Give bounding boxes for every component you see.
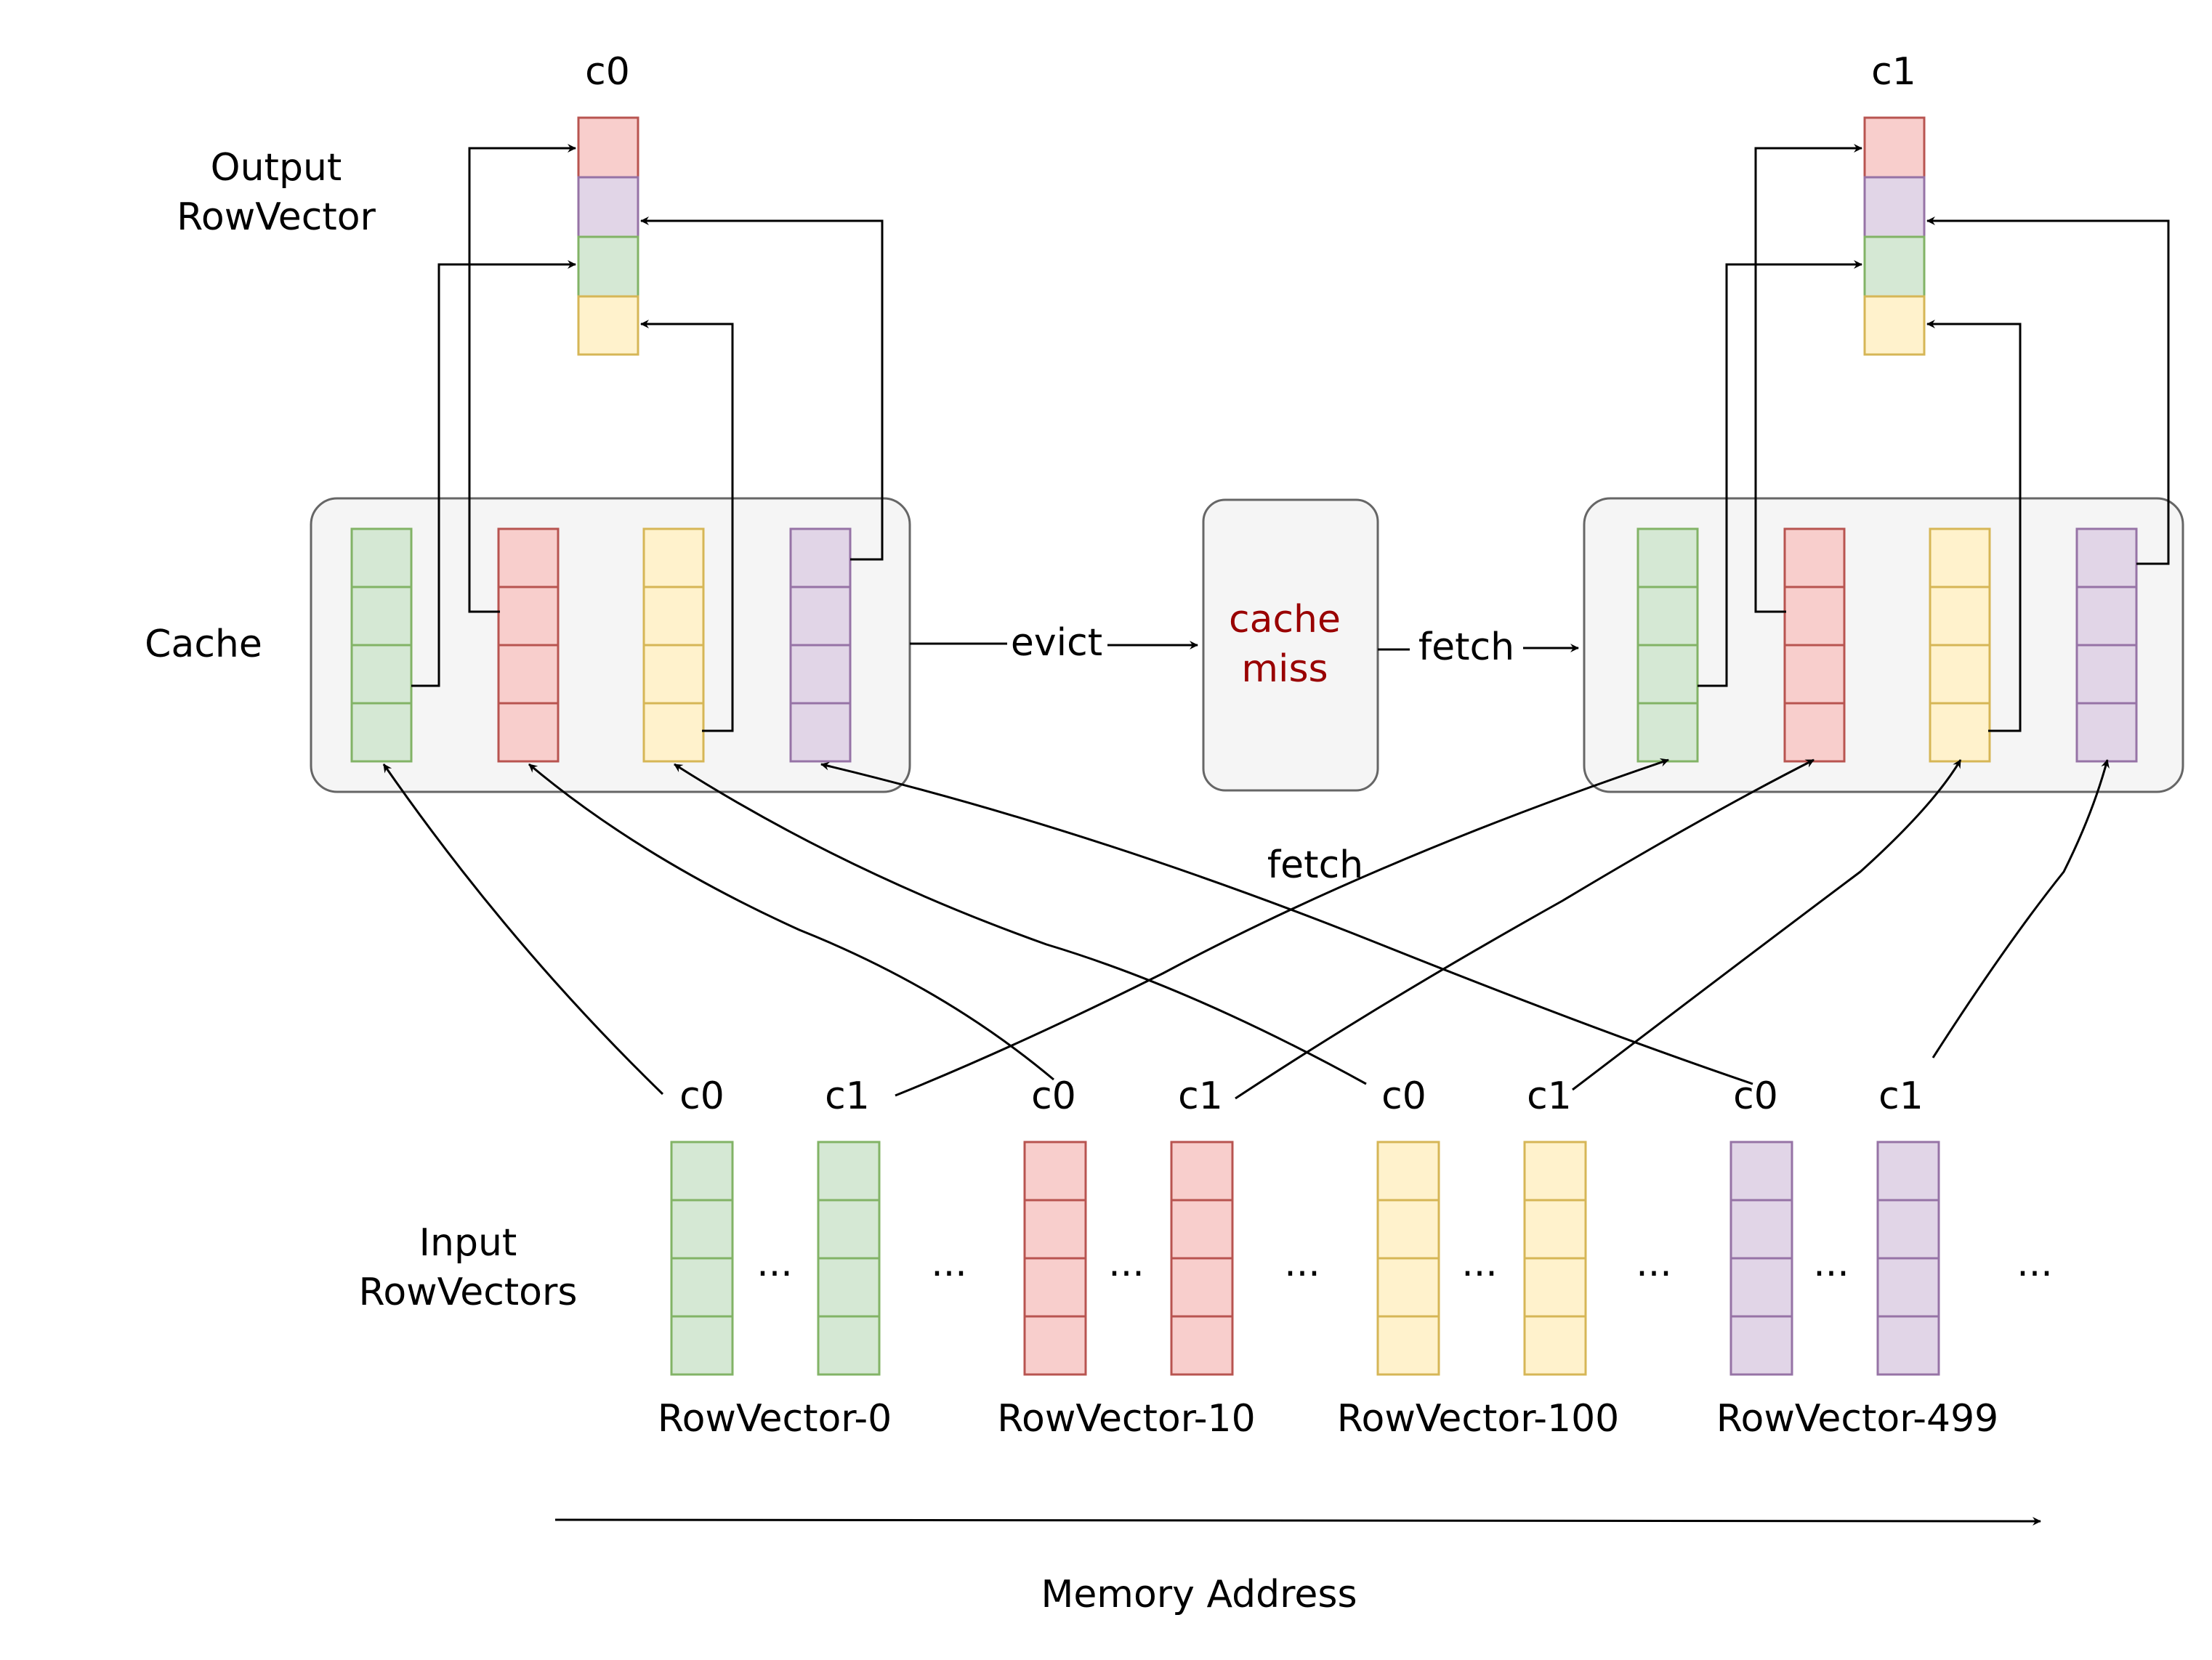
cache-right-columns xyxy=(1636,527,2138,763)
input-col-label: c0 xyxy=(1031,1074,1076,1118)
cache-right-yellow xyxy=(1929,527,1991,763)
evict-fetch-arrows xyxy=(910,641,1579,652)
memory-address-label: Memory Address xyxy=(1041,1573,1357,1616)
input-col-yellow-c0 xyxy=(1376,1141,1440,1376)
cache-left-purple xyxy=(789,527,852,763)
ellipsis: ... xyxy=(931,1242,967,1285)
arrow-rv0-c0 xyxy=(382,764,664,1096)
rowvector-name: RowVector-100 xyxy=(1337,1397,1620,1441)
input-col-label: c0 xyxy=(1733,1074,1778,1118)
input-col-label: c1 xyxy=(1878,1074,1924,1118)
arrow-purple-to-c1 xyxy=(1926,216,2170,565)
cache-box-left xyxy=(310,497,911,793)
cache-right-purple xyxy=(2075,527,2138,763)
arrow-rv100-c1 xyxy=(1572,759,1962,1091)
rowvector-name: RowVector-499 xyxy=(1716,1397,1999,1441)
memory-address-axis xyxy=(554,1516,2041,1526)
cache-miss-label-1: cache xyxy=(1229,598,1341,641)
cache-left-yellow xyxy=(642,527,705,763)
input-col-label: c1 xyxy=(1178,1074,1223,1118)
cache-right-green xyxy=(1636,527,1699,763)
input-col-purple-c0 xyxy=(1729,1141,1793,1376)
output-rowvector-label-2: RowVector xyxy=(177,195,376,239)
input-col-green-c1 xyxy=(817,1141,881,1376)
cache-box-right xyxy=(1583,497,2184,793)
arrow-rv10-c1 xyxy=(1235,758,1815,1100)
ellipsis: ... xyxy=(1461,1242,1498,1285)
input-col-purple-c1 xyxy=(1876,1141,1940,1376)
output-vector-c0 xyxy=(577,116,639,356)
arrow-red-to-c1 xyxy=(1754,144,1862,613)
ellipsis: ... xyxy=(1108,1242,1145,1285)
ellipsis: ... xyxy=(1636,1242,1672,1285)
arrow-red-to-c0 xyxy=(468,144,576,613)
arrow-yellow-to-c1 xyxy=(1926,320,2022,732)
ellipsis: ... xyxy=(2017,1242,2053,1285)
input-rowvectors-label-2: RowVectors xyxy=(359,1271,578,1314)
input-col-label: c1 xyxy=(1527,1074,1572,1118)
rowvector-name: RowVector-10 xyxy=(997,1397,1255,1441)
cache-left-red xyxy=(497,527,560,763)
arrow-purple-to-c0 xyxy=(640,216,884,561)
cache-label: Cache xyxy=(145,623,262,666)
cache-left-green xyxy=(350,527,413,763)
input-col-label: c0 xyxy=(679,1074,724,1118)
output-c0-label: c0 xyxy=(585,50,630,94)
input-col-red-c1 xyxy=(1170,1141,1234,1376)
ellipsis: ... xyxy=(756,1242,793,1285)
output-c1-label: c1 xyxy=(1871,50,1916,94)
rowvector-name: RowVector-0 xyxy=(658,1397,892,1441)
text-labels: c0 c1 Output RowVector Cache evict fetch… xyxy=(145,50,2053,1616)
input-rowvectors-label-1: Input xyxy=(419,1221,517,1265)
input-columns xyxy=(670,1141,1940,1376)
input-col-green-c0 xyxy=(670,1141,734,1376)
ellipsis: ... xyxy=(1284,1242,1320,1285)
output-c1-connectors xyxy=(1698,144,2170,732)
fetch-label-right: fetch xyxy=(1418,625,1514,669)
cache-miss-box xyxy=(1202,498,1379,792)
cache-right-red xyxy=(1783,527,1846,763)
input-col-red-c0 xyxy=(1023,1141,1087,1376)
input-col-label: c0 xyxy=(1381,1074,1426,1118)
arrow-rv499-c0 xyxy=(820,761,1753,1085)
output-rowvector-label-1: Output xyxy=(211,146,342,190)
input-col-yellow-c1 xyxy=(1523,1141,1587,1376)
arrow-rv0-c1 xyxy=(895,758,1669,1097)
arrow-rv499-c1 xyxy=(1932,759,2110,1058)
evict-label: evict xyxy=(1011,621,1102,665)
arrow-green-to-c0 xyxy=(411,260,576,687)
output-vector-c1 xyxy=(1863,116,1926,356)
input-col-label: c1 xyxy=(825,1074,870,1118)
cache-miss-label-2: miss xyxy=(1241,647,1328,691)
arrow-rv100-c0 xyxy=(674,763,1367,1085)
cache-left-columns xyxy=(350,527,852,763)
arrow-yellow-to-c0 xyxy=(640,320,734,732)
input-to-left-cache-arrows xyxy=(382,761,1753,1096)
fetch-label-middle: fetch xyxy=(1267,843,1363,887)
ellipsis: ... xyxy=(1813,1242,1849,1285)
output-c0-connectors xyxy=(411,144,884,732)
arrow-rv10-c0 xyxy=(528,763,1054,1081)
arrow-green-to-c1 xyxy=(1698,260,1862,687)
input-to-right-cache-arrows xyxy=(895,758,2110,1100)
